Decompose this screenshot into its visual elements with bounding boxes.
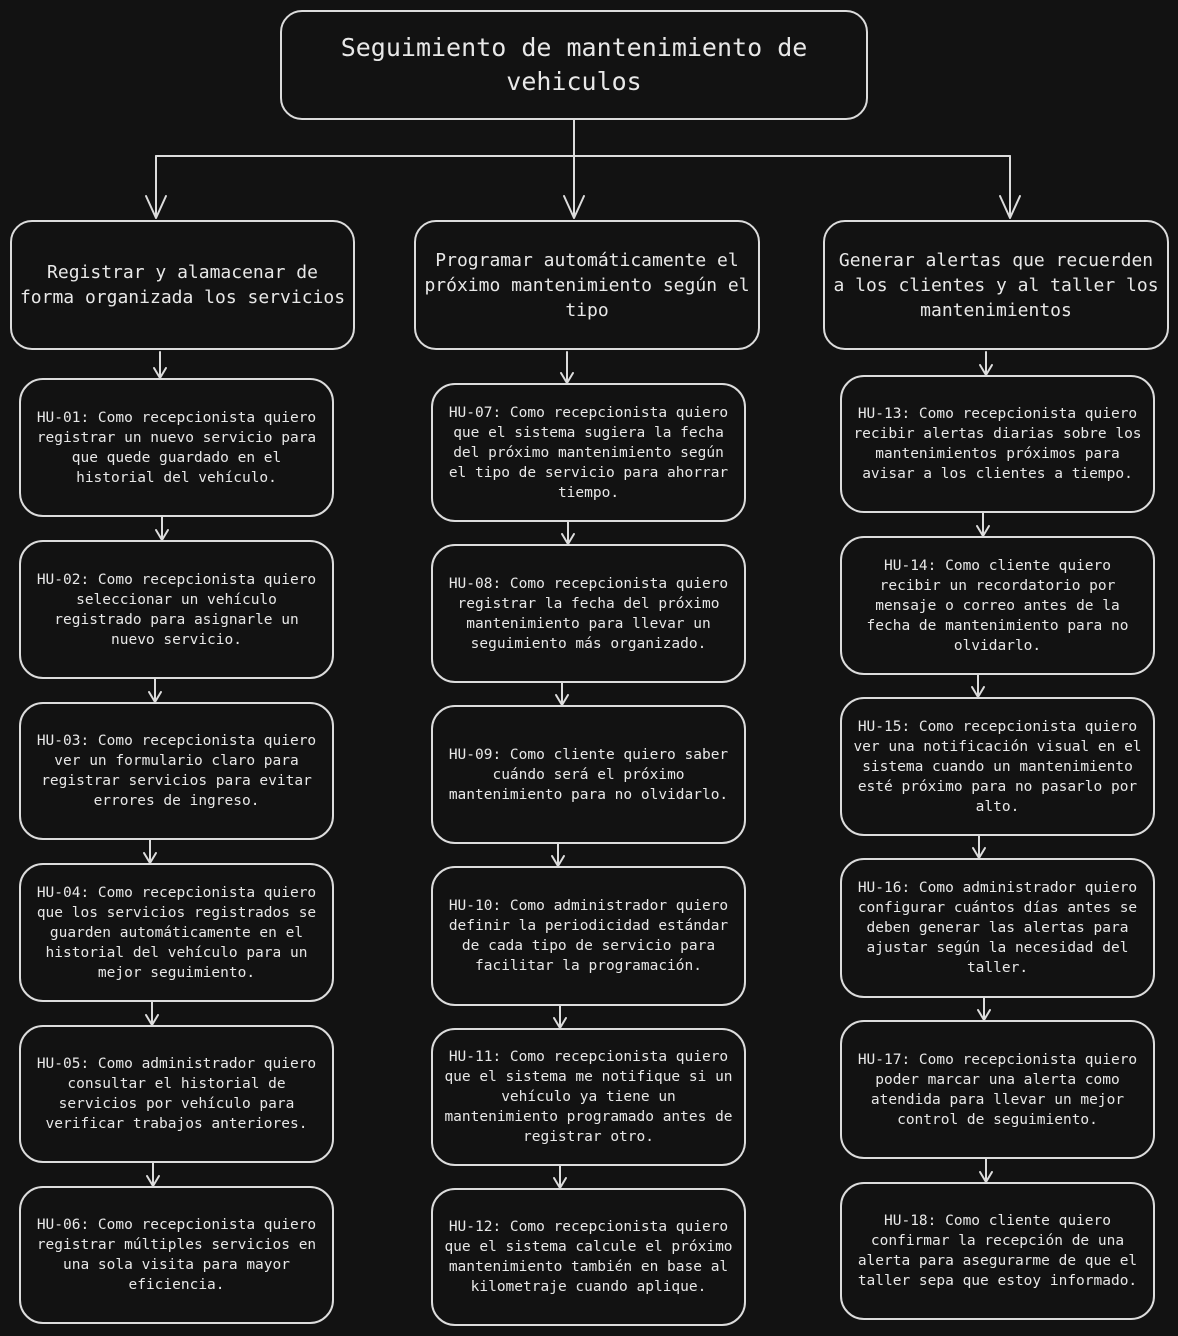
story-hu-04: HU-04: Como recepcionista quiero que los… (19, 863, 334, 1002)
arrow-hu16-hu17 (977, 997, 991, 1021)
story-text: HU-04: Como recepcionista quiero que los… (36, 884, 317, 981)
category-title: Generar alertas que recuerden a los clie… (833, 249, 1159, 321)
story-text: HU-05: Como administrador quiero consult… (36, 1056, 317, 1132)
story-text: HU-02: Como recepcionista quiero selecci… (36, 571, 317, 648)
arrow-cat1-hu01 (153, 351, 167, 379)
story-hu-05: HU-05: Como administrador quiero consult… (19, 1025, 334, 1163)
category-alertas: Generar alertas que recuerden a los clie… (823, 220, 1169, 350)
story-text: HU-15: Como recepcionista quiero ver una… (853, 718, 1142, 815)
story-hu-14: HU-14: Como cliente quiero recibir un re… (840, 536, 1155, 675)
story-hu-02: HU-02: Como recepcionista quiero selecci… (19, 540, 334, 679)
arrow-hu17-hu18 (979, 1158, 993, 1183)
story-hu-13: HU-13: Como recepcionista quiero recibir… (840, 375, 1155, 513)
arrow-cat3-hu13 (979, 351, 993, 376)
story-hu-15: HU-15: Como recepcionista quiero ver una… (840, 697, 1155, 836)
arrow-hu08-hu09 (555, 682, 569, 706)
story-hu-06: HU-06: Como recepcionista quiero registr… (19, 1186, 334, 1324)
story-text: HU-18: Como cliente quiero confirmar la … (857, 1213, 1138, 1289)
arrow-cat2-hu07 (560, 351, 574, 384)
story-hu-03: HU-03: Como recepcionista quiero ver un … (19, 702, 334, 840)
connector-root-cat1 (145, 155, 167, 219)
arrow-hu14-hu15 (971, 674, 985, 698)
story-text: HU-01: Como recepcionista quiero registr… (36, 409, 317, 486)
arrow-hu07-hu08 (561, 521, 575, 545)
root-title-box: Seguimiento de mantenimiento de vehiculo… (280, 10, 868, 120)
root-title: Seguimiento de mantenimiento de vehiculo… (340, 33, 808, 96)
story-hu-11: HU-11: Como recepcionista quiero que el … (431, 1028, 746, 1166)
arrow-hu15-hu16 (972, 835, 986, 859)
story-text: HU-10: Como administrador quiero definir… (448, 898, 729, 974)
connector-root-cat3 (999, 155, 1021, 219)
story-hu-17: HU-17: Como recepcionista quiero poder m… (840, 1020, 1155, 1159)
story-hu-09: HU-09: Como cliente quiero saber cuándo … (431, 705, 746, 844)
category-title: Registrar y alamacenar de forma organiza… (19, 262, 346, 308)
arrow-hu02-hu03 (148, 678, 162, 703)
story-text: HU-07: Como recepcionista quiero que el … (448, 404, 729, 501)
story-text: HU-12: Como recepcionista quiero que el … (444, 1219, 733, 1295)
arrow-hu09-hu10 (551, 843, 565, 867)
story-hu-16: HU-16: Como administrador quiero configu… (840, 858, 1155, 998)
category-title: Programar automáticamente el próximo man… (424, 249, 750, 321)
arrow-hu01-hu02 (155, 516, 169, 541)
story-hu-12: HU-12: Como recepcionista quiero que el … (431, 1188, 746, 1326)
story-text: HU-11: Como recepcionista quiero que el … (444, 1049, 733, 1145)
story-text: HU-09: Como cliente quiero saber cuándo … (448, 746, 729, 803)
arrow-hu11-hu12 (553, 1165, 567, 1189)
story-text: HU-13: Como recepcionista quiero recibir… (853, 406, 1142, 482)
story-text: HU-16: Como administrador quiero configu… (857, 880, 1138, 976)
arrow-hu03-hu04 (143, 839, 157, 864)
story-text: HU-08: Como recepcionista quiero registr… (448, 575, 729, 652)
story-hu-10: HU-10: Como administrador quiero definir… (431, 866, 746, 1006)
story-text: HU-03: Como recepcionista quiero ver un … (36, 733, 317, 809)
category-programar: Programar automáticamente el próximo man… (414, 220, 760, 350)
story-hu-01: HU-01: Como recepcionista quiero registr… (19, 378, 334, 517)
arrow-hu13-hu14 (976, 512, 990, 537)
story-text: HU-14: Como cliente quiero recibir un re… (866, 557, 1129, 654)
connector-root-cat2 (563, 119, 585, 219)
arrow-hu10-hu11 (553, 1005, 567, 1029)
arrow-hu05-hu06 (146, 1162, 160, 1187)
story-hu-08: HU-08: Como recepcionista quiero registr… (431, 544, 746, 683)
story-text: HU-06: Como recepcionista quiero registr… (36, 1217, 317, 1293)
story-text: HU-17: Como recepcionista quiero poder m… (857, 1051, 1138, 1128)
arrow-hu04-hu05 (145, 1001, 159, 1026)
story-hu-07: HU-07: Como recepcionista quiero que el … (431, 383, 746, 522)
story-hu-18: HU-18: Como cliente quiero confirmar la … (840, 1182, 1155, 1320)
category-registrar: Registrar y alamacenar de forma organiza… (10, 220, 355, 350)
